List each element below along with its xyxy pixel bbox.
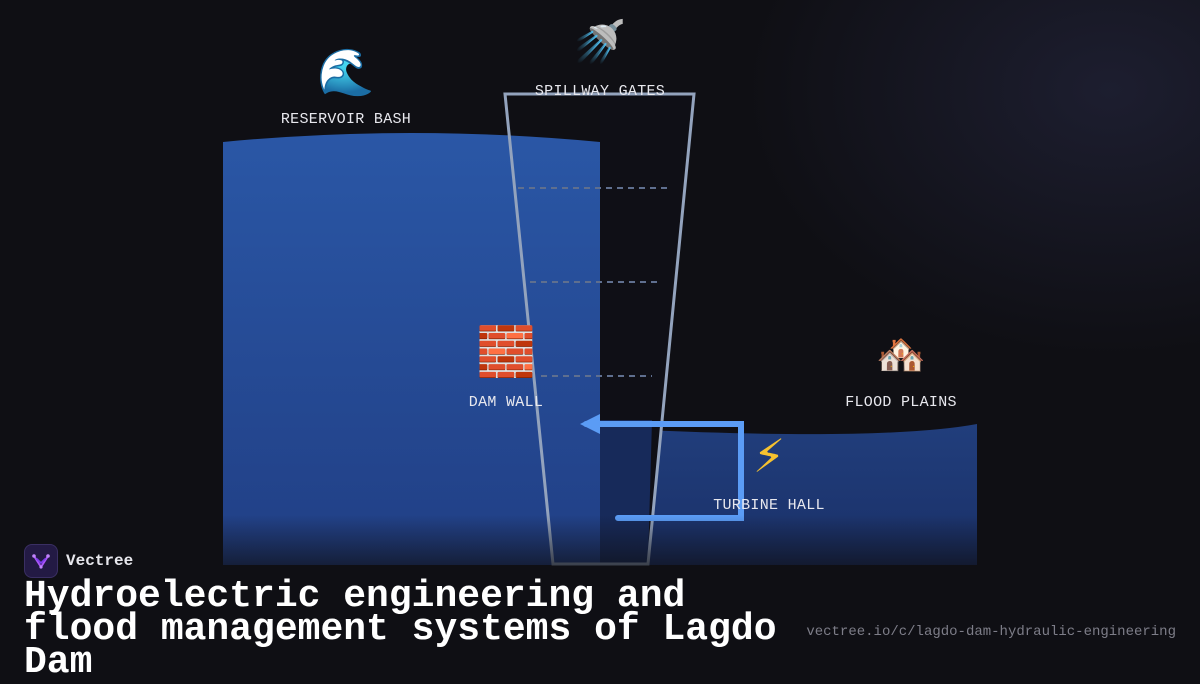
dam-wall-label: DAM WALL [469, 394, 543, 411]
page-title: Hydroelectric engineering and flood mana… [24, 575, 777, 684]
brand-name: Vectree [66, 552, 134, 570]
houses-icon: 🏘️ [876, 332, 926, 378]
source-url[interactable]: vectree.io/c/lagdo-dam-hydraulic-enginee… [806, 624, 1176, 640]
brick-icon: 🧱 [476, 324, 536, 380]
turbine-hall-label: TURBINE HALL [713, 497, 825, 514]
reservoir-water [223, 133, 600, 565]
footer-fade [0, 515, 1200, 675]
lightning-icon: ⚡ [753, 429, 785, 483]
reservoir-label: RESERVOIR BASH [281, 111, 411, 128]
flow-arrowhead [580, 414, 600, 434]
brand[interactable]: Vectree [24, 544, 133, 578]
shower-icon: 🚿 [574, 17, 626, 66]
spillway-label: SPILLWAY GATES [535, 83, 665, 100]
vectree-logo-icon [24, 544, 58, 578]
flood-plains-label: FLOOD PLAINS [845, 394, 957, 411]
wave-icon: 🌊 [317, 45, 374, 99]
